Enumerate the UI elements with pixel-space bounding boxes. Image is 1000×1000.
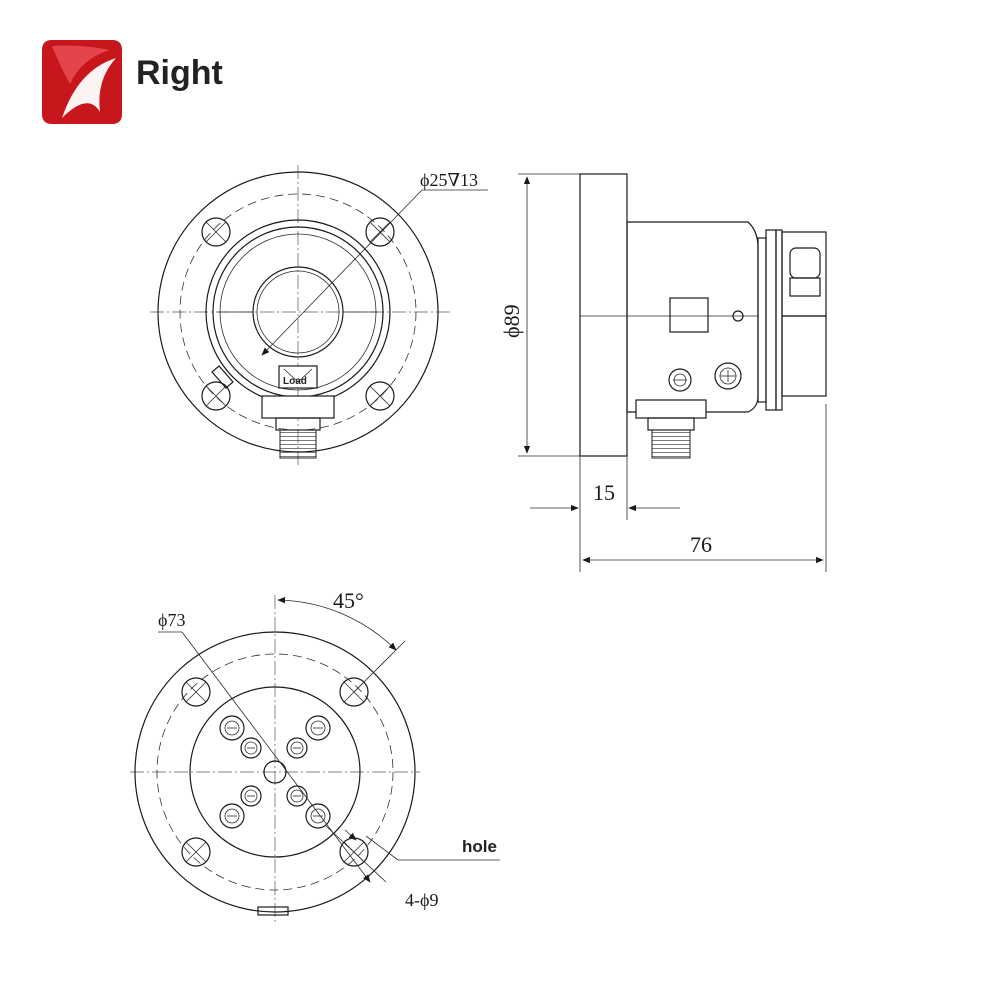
side-screw (668, 368, 692, 392)
bore-dimension-label: ϕ25∇13 (420, 170, 478, 190)
total-length-label: 76 (690, 532, 712, 557)
socket-screw (240, 737, 262, 759)
bottom-mounting-hole (181, 677, 211, 707)
load-label: Load (283, 376, 307, 387)
ground-terminal (714, 362, 742, 390)
angle-dimension-label: 45° (333, 588, 364, 613)
bottom-mounting-hole (181, 837, 211, 867)
side-connector-thread (651, 429, 691, 459)
socket-screw (305, 803, 331, 829)
socket-screw (219, 803, 245, 829)
front-mounting-hole (201, 381, 231, 411)
diameter-dimension-label: ϕ89 (499, 304, 524, 338)
side-view: ϕ89 15 76 (499, 173, 827, 572)
hole-dimension-label: 4-ϕ9 (405, 890, 438, 910)
hole-callout-label: hole (462, 837, 497, 856)
front-connector-thread (279, 429, 317, 459)
front-mounting-hole (365, 381, 395, 411)
load-label-box: Load (278, 365, 318, 389)
front-view: Load ϕ25∇13 (150, 165, 488, 465)
front-mounting-hole (201, 217, 231, 247)
brand-name: Right (136, 54, 223, 92)
brand-logo: Right (42, 40, 223, 124)
bolt-circle-label: ϕ73 (158, 610, 185, 630)
flange-thickness-label: 15 (593, 480, 615, 505)
front-mounting-hole (365, 217, 395, 247)
socket-screw (240, 785, 262, 807)
socket-screw (286, 785, 308, 807)
socket-screw (286, 737, 308, 759)
socket-screw (219, 715, 245, 741)
socket-screw (305, 715, 331, 741)
bottom-view: 45° ϕ73 4-ϕ9 hole (130, 588, 500, 925)
